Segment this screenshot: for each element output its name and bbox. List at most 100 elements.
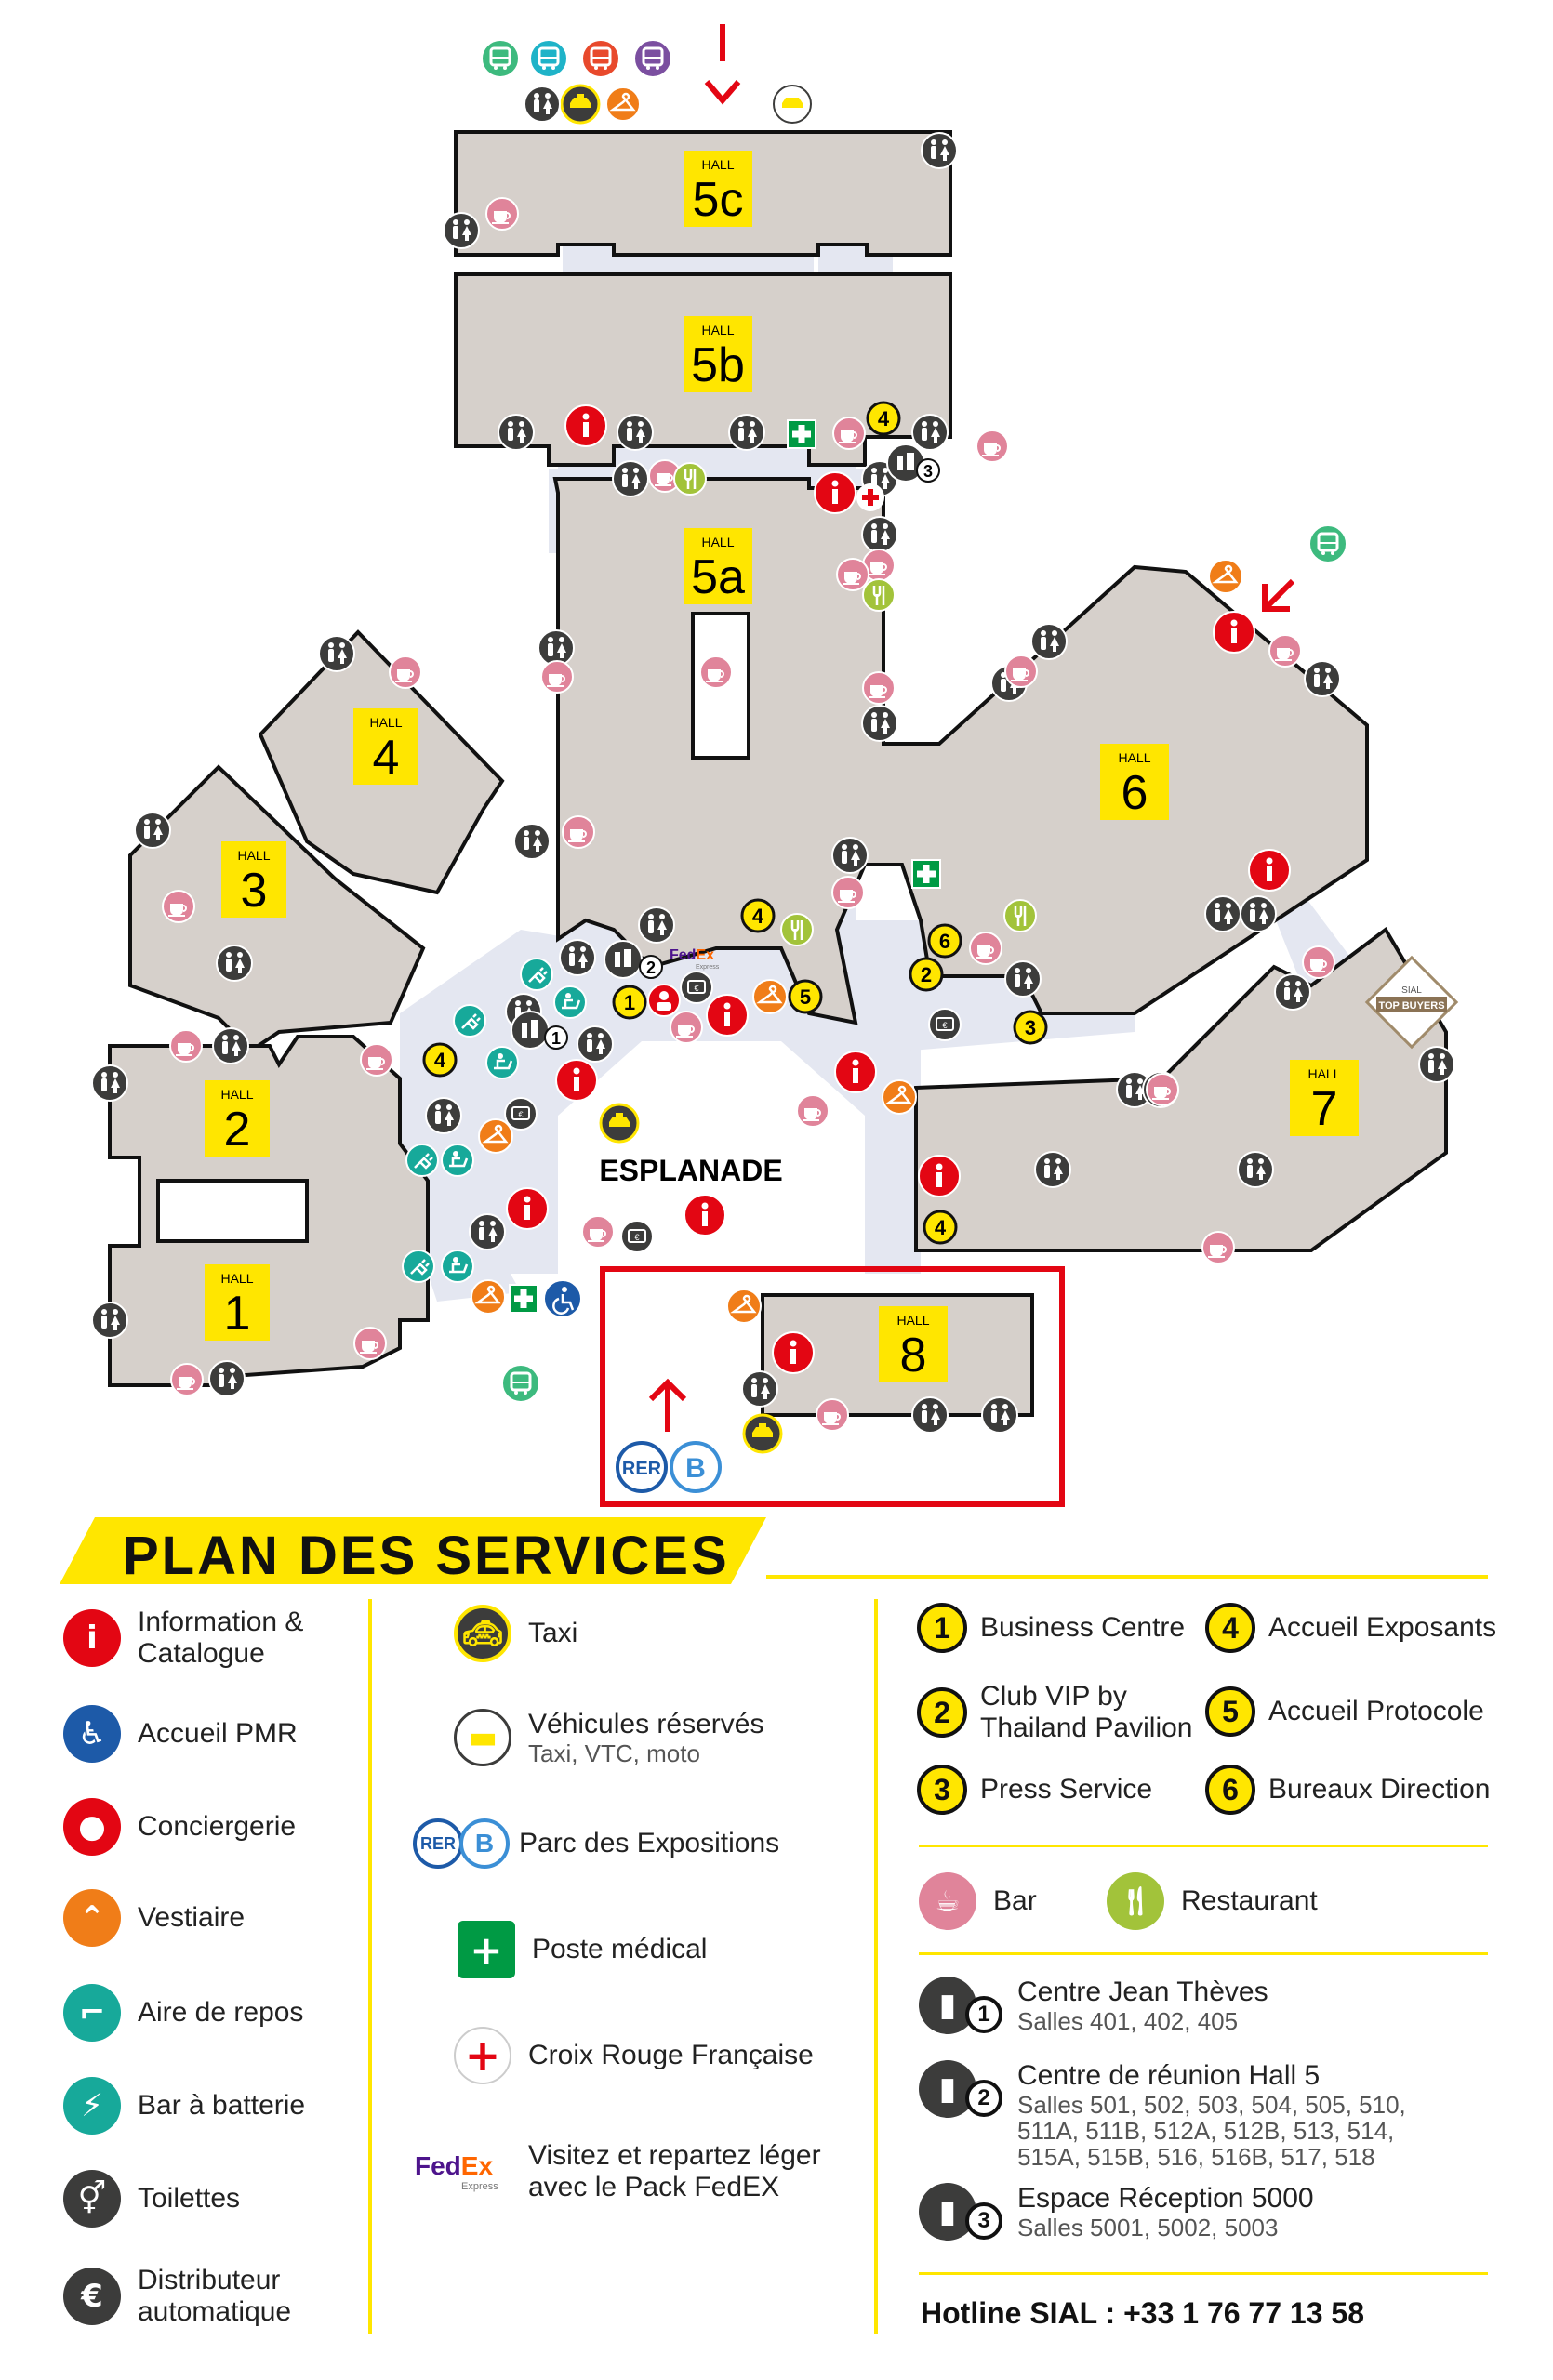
svg-text:3: 3 xyxy=(1025,1016,1036,1039)
bus-icon xyxy=(632,38,673,79)
legend-title: PLAN DES SERVICES xyxy=(123,1526,730,1586)
legend-rer: RER B Parc des Expositions xyxy=(413,1818,779,1869)
medical-markers xyxy=(509,419,941,1318)
legend-sublabel: 511A, 511B, 512A, 512B, 513, 514, xyxy=(1017,2117,1395,2145)
legend-label: Taxi xyxy=(528,1618,578,1648)
bus-icon xyxy=(1307,523,1348,564)
svg-text:5a: 5a xyxy=(691,550,745,604)
svg-text:HALL: HALL xyxy=(701,323,734,337)
legend-bureaux-direction: 6 Bureaux Direction xyxy=(1205,1765,1490,1815)
svg-text:6: 6 xyxy=(939,930,950,953)
legend-restaurant: 🍴︎ Restaurant xyxy=(1107,1872,1318,1930)
restaurant-icon: 🍴︎ xyxy=(1107,1872,1164,1930)
legend-press-service: 3 Press Service xyxy=(917,1765,1152,1815)
legend-label: Distributeur xyxy=(138,2265,281,2295)
legend-label: Vestiaire xyxy=(138,1902,246,1933)
concierge-icon: ● xyxy=(63,1798,121,1856)
legend-cloakroom: ⌃ Vestiaire xyxy=(63,1889,245,1947)
legend-sublabel: Salles 501, 502, 503, 504, 505, 510, xyxy=(1017,2091,1406,2119)
svg-text:1: 1 xyxy=(624,991,635,1014)
legend-label: Accueil PMR xyxy=(138,1718,298,1749)
legend-pmr: ♿ Accueil PMR xyxy=(63,1705,298,1763)
legend-label: Aire de repos xyxy=(138,1997,304,2028)
divider xyxy=(919,1844,1488,1847)
legend-label: Espace Réception 5000 xyxy=(1017,2183,1314,2214)
esplanade-label: ESPLANADE xyxy=(599,1154,782,1187)
red-cross-icon: + xyxy=(454,2027,511,2084)
number-1-icon: 1 xyxy=(917,1603,967,1653)
legend-banner xyxy=(60,1517,766,1584)
rer-icon: RER xyxy=(413,1818,463,1869)
legend-label: Centre Jean Thèves xyxy=(1017,1977,1268,2007)
reserved-vehicle-icon: ▬ xyxy=(454,1709,511,1766)
svg-text:HALL: HALL xyxy=(1118,750,1150,765)
svg-text:TOP BUYERS: TOP BUYERS xyxy=(1378,1000,1444,1012)
halls xyxy=(108,130,1448,1417)
info-icon: i xyxy=(63,1609,121,1667)
meeting-centre-icon: ▮2 xyxy=(919,2060,1002,2118)
legend-business-centre: 1 Business Centre xyxy=(917,1603,1185,1653)
svg-text:3: 3 xyxy=(241,864,268,918)
svg-text:HALL: HALL xyxy=(701,535,734,549)
svg-text:Express: Express xyxy=(696,964,720,971)
svg-text:2: 2 xyxy=(921,963,932,986)
taxi-icon: 🚕︎ xyxy=(454,1605,511,1662)
divider xyxy=(766,1575,1488,1579)
rer-b-stop: RER B xyxy=(616,1441,722,1493)
legend-label: Poste médical xyxy=(532,1934,708,1964)
taxi-markers xyxy=(560,84,812,1454)
legend-label: Accueil Protocole xyxy=(1268,1696,1484,1726)
hall-2-inner xyxy=(156,1179,309,1243)
site-map: € xyxy=(91,24,1459,1507)
svg-text:HALL: HALL xyxy=(237,848,270,863)
legend-label: Bureaux Direction xyxy=(1268,1774,1491,1805)
legend-label: Toilettes xyxy=(138,2183,241,2214)
legend-label: Club VIP by xyxy=(980,1681,1127,1712)
legend-sublabel: Salles 5001, 5002, 5003 xyxy=(1017,2214,1279,2241)
legend-label: Parc des Expositions xyxy=(519,1828,780,1858)
svg-text:HALL: HALL xyxy=(220,1271,253,1286)
legend-battery: ⚡ Bar à batterie xyxy=(63,2077,305,2135)
svg-text:8: 8 xyxy=(900,1329,927,1382)
svg-text:6: 6 xyxy=(1122,766,1148,820)
legend-red-cross: + Croix Rouge Française xyxy=(454,2027,814,2084)
toilets-icon: ⚥ xyxy=(63,2170,121,2228)
legend-label: avec le Pack FedEX xyxy=(528,2172,780,2202)
svg-text:4: 4 xyxy=(935,1216,947,1239)
svg-text:3: 3 xyxy=(923,462,933,481)
svg-text:2: 2 xyxy=(646,959,656,977)
legend-accueil-protocole: 5 Accueil Protocole xyxy=(1205,1686,1484,1737)
hall-8-highlight xyxy=(600,1266,1065,1507)
legend-label: automatique xyxy=(138,2296,292,2327)
svg-text:B: B xyxy=(685,1453,706,1484)
number-6-icon: 6 xyxy=(1205,1765,1255,1815)
divider xyxy=(368,1599,372,2334)
legend-concierge: ● Conciergerie xyxy=(63,1798,296,1856)
legend-label: Catalogue xyxy=(138,1638,265,1669)
vending-machine-icon: € xyxy=(63,2268,121,2325)
legend-label: Business Centre xyxy=(980,1612,1186,1643)
entrance-arrows xyxy=(648,24,1295,1432)
legend-label: Thailand Pavilion xyxy=(980,1712,1193,1743)
battery-plug-icon: ⚡ xyxy=(63,2077,121,2135)
number-3-icon: 3 xyxy=(917,1765,967,1815)
legend-label: Bar à batterie xyxy=(138,2090,306,2121)
legend-label: Press Service xyxy=(980,1774,1153,1805)
bus-icon xyxy=(480,38,521,79)
hanger-icon: ⌃ xyxy=(63,1889,121,1947)
number-4-icon: 4 xyxy=(1205,1603,1255,1653)
concierge-marker xyxy=(647,984,681,1017)
svg-text:FedEx: FedEx xyxy=(670,947,714,963)
medical-post-icon: + xyxy=(458,1921,515,1978)
svg-text:HALL: HALL xyxy=(369,715,402,730)
bus-icon xyxy=(580,38,621,79)
svg-text:1: 1 xyxy=(224,1287,251,1341)
svg-text:1: 1 xyxy=(551,1029,561,1048)
divider xyxy=(874,1599,878,2334)
rest-area-icon: ⌐ xyxy=(63,1984,121,2042)
